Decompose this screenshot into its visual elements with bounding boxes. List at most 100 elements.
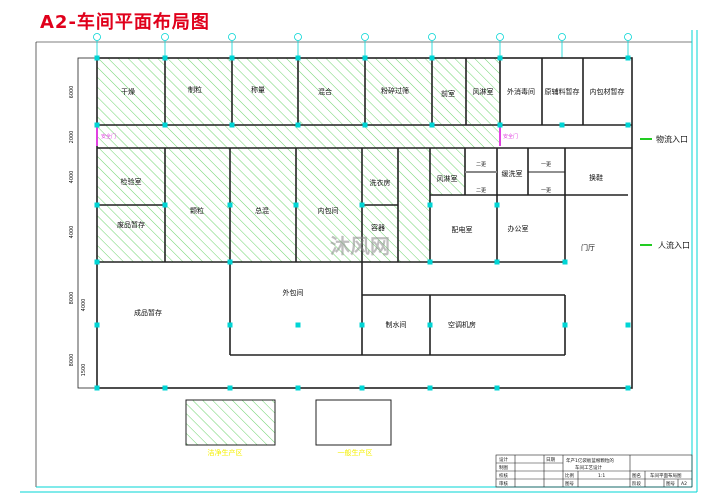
tb-drawing-name: 车间平面布局图 (650, 472, 682, 479)
tb-sheet-label: 图号 (666, 481, 675, 487)
room-total-mix: 总混 (255, 206, 269, 215)
dimension: 4000 (69, 171, 75, 184)
tb-stage-label: 阶段 (632, 480, 641, 487)
column-node (295, 385, 301, 391)
column-node (562, 259, 568, 265)
column-node (162, 202, 168, 208)
column-node (295, 122, 301, 128)
room-raw-material: 原辅料暂存 (545, 87, 580, 96)
column-node (427, 259, 433, 265)
watermark: 沐风网 (330, 234, 390, 258)
room-power: 配电室 (452, 225, 473, 234)
column-node (497, 122, 503, 128)
room-change1-b: 一更 (541, 188, 551, 194)
tb-project-2: 车间工艺设计 (575, 464, 602, 471)
room-container: 容器 (371, 223, 385, 232)
safety-door-label: 安全门 (503, 133, 518, 140)
title-block (495, 454, 693, 488)
arrow-icon (640, 138, 652, 246)
tb-sheet: A2 (681, 481, 687, 487)
column-node (94, 385, 100, 391)
column-node (494, 202, 500, 208)
room-outer-pack: 外包间 (283, 288, 304, 297)
column-node (429, 55, 435, 61)
tb-project-1: 年产1亿袋板蓝根颗粒的 (566, 457, 614, 464)
safety-doors (96, 127, 501, 146)
axis-markers (93, 33, 632, 58)
column-node (94, 55, 100, 61)
column-node (559, 122, 565, 128)
room-pre-room: 前室 (441, 89, 455, 98)
column-node (295, 322, 301, 328)
column-node (494, 385, 500, 391)
column-node (359, 202, 365, 208)
room-air-shower: 风淋室 (473, 87, 494, 96)
column-node (625, 55, 631, 61)
column-node (227, 322, 233, 328)
room-change1-a: 一更 (541, 162, 551, 168)
people-entrance-label: 人流入口 (658, 240, 690, 250)
room-granulation: 制粒 (188, 85, 202, 94)
room-tableting: 颗粒 (190, 206, 204, 215)
column-node (227, 202, 233, 208)
room-inner-pack-material: 内包材暂存 (590, 87, 625, 96)
dimension: 2000 (69, 131, 75, 144)
room-mixing: 混合 (318, 87, 332, 96)
dimension: 6000 (69, 86, 75, 99)
room-waste: 废品暂存 (117, 220, 145, 229)
dimension: 8000 (69, 354, 75, 367)
legend-clean-label: 洁净生产区 (208, 448, 243, 457)
column-node (227, 385, 233, 391)
column-node (625, 122, 631, 128)
room-weighing: 称量 (251, 85, 265, 94)
room-shoe-change: 换鞋 (589, 173, 603, 182)
column-node (427, 385, 433, 391)
dimension: 4000 (81, 299, 87, 312)
drawing-title: A2-车间平面布局图 (40, 12, 210, 33)
column-node (295, 55, 301, 61)
column-node (94, 202, 100, 208)
legend-general-swatch (315, 399, 392, 446)
legend-general-label: 一般生产区 (338, 448, 373, 457)
column-node (625, 322, 631, 328)
tb-draw: 制图 (499, 464, 508, 471)
dimension: 8000 (69, 292, 75, 305)
column-node (94, 122, 100, 128)
dimension: 4000 (69, 226, 75, 239)
room-buffer: 缓洗室 (502, 169, 523, 178)
tb-audit: 审核 (499, 480, 508, 487)
room-change2-a: 二更 (476, 162, 486, 168)
tb-scale-label: 比例 (565, 472, 574, 479)
column-node (562, 322, 568, 328)
column-node (229, 55, 235, 61)
room-outer-disinfect: 外消毒间 (507, 87, 535, 96)
room-office: 办公室 (508, 224, 529, 233)
column-node (229, 122, 235, 128)
legend-clean-swatch (185, 399, 276, 446)
material-entrance-label: 物流入口 (656, 134, 688, 144)
column-node (94, 259, 100, 265)
room-sieving: 粉碎过筛 (381, 86, 409, 95)
column-node (94, 322, 100, 328)
room-inner-pack: 内包间 (318, 206, 339, 215)
room-inspection: 检验室 (121, 177, 142, 186)
room-air-shower-2: 风淋室 (437, 174, 458, 183)
column-node (227, 259, 233, 265)
room-hvac: 空调机房 (448, 320, 476, 329)
column-node (429, 122, 435, 128)
column-node (362, 55, 368, 61)
column-node (427, 322, 433, 328)
column-node (362, 122, 368, 128)
room-drying: 干燥 (121, 87, 135, 96)
tb-drawing-label: 图名 (632, 472, 641, 479)
column-node (427, 202, 433, 208)
safety-door-label: 安全门 (101, 133, 116, 140)
dimension: 1500 (81, 364, 87, 377)
column-node (162, 385, 168, 391)
room-lobby: 门厅 (581, 243, 595, 252)
room-finished: 成品暂存 (134, 308, 162, 317)
column-node (494, 259, 500, 265)
tb-scale: 1:1 (598, 473, 605, 479)
tb-design: 设计 (499, 456, 508, 463)
